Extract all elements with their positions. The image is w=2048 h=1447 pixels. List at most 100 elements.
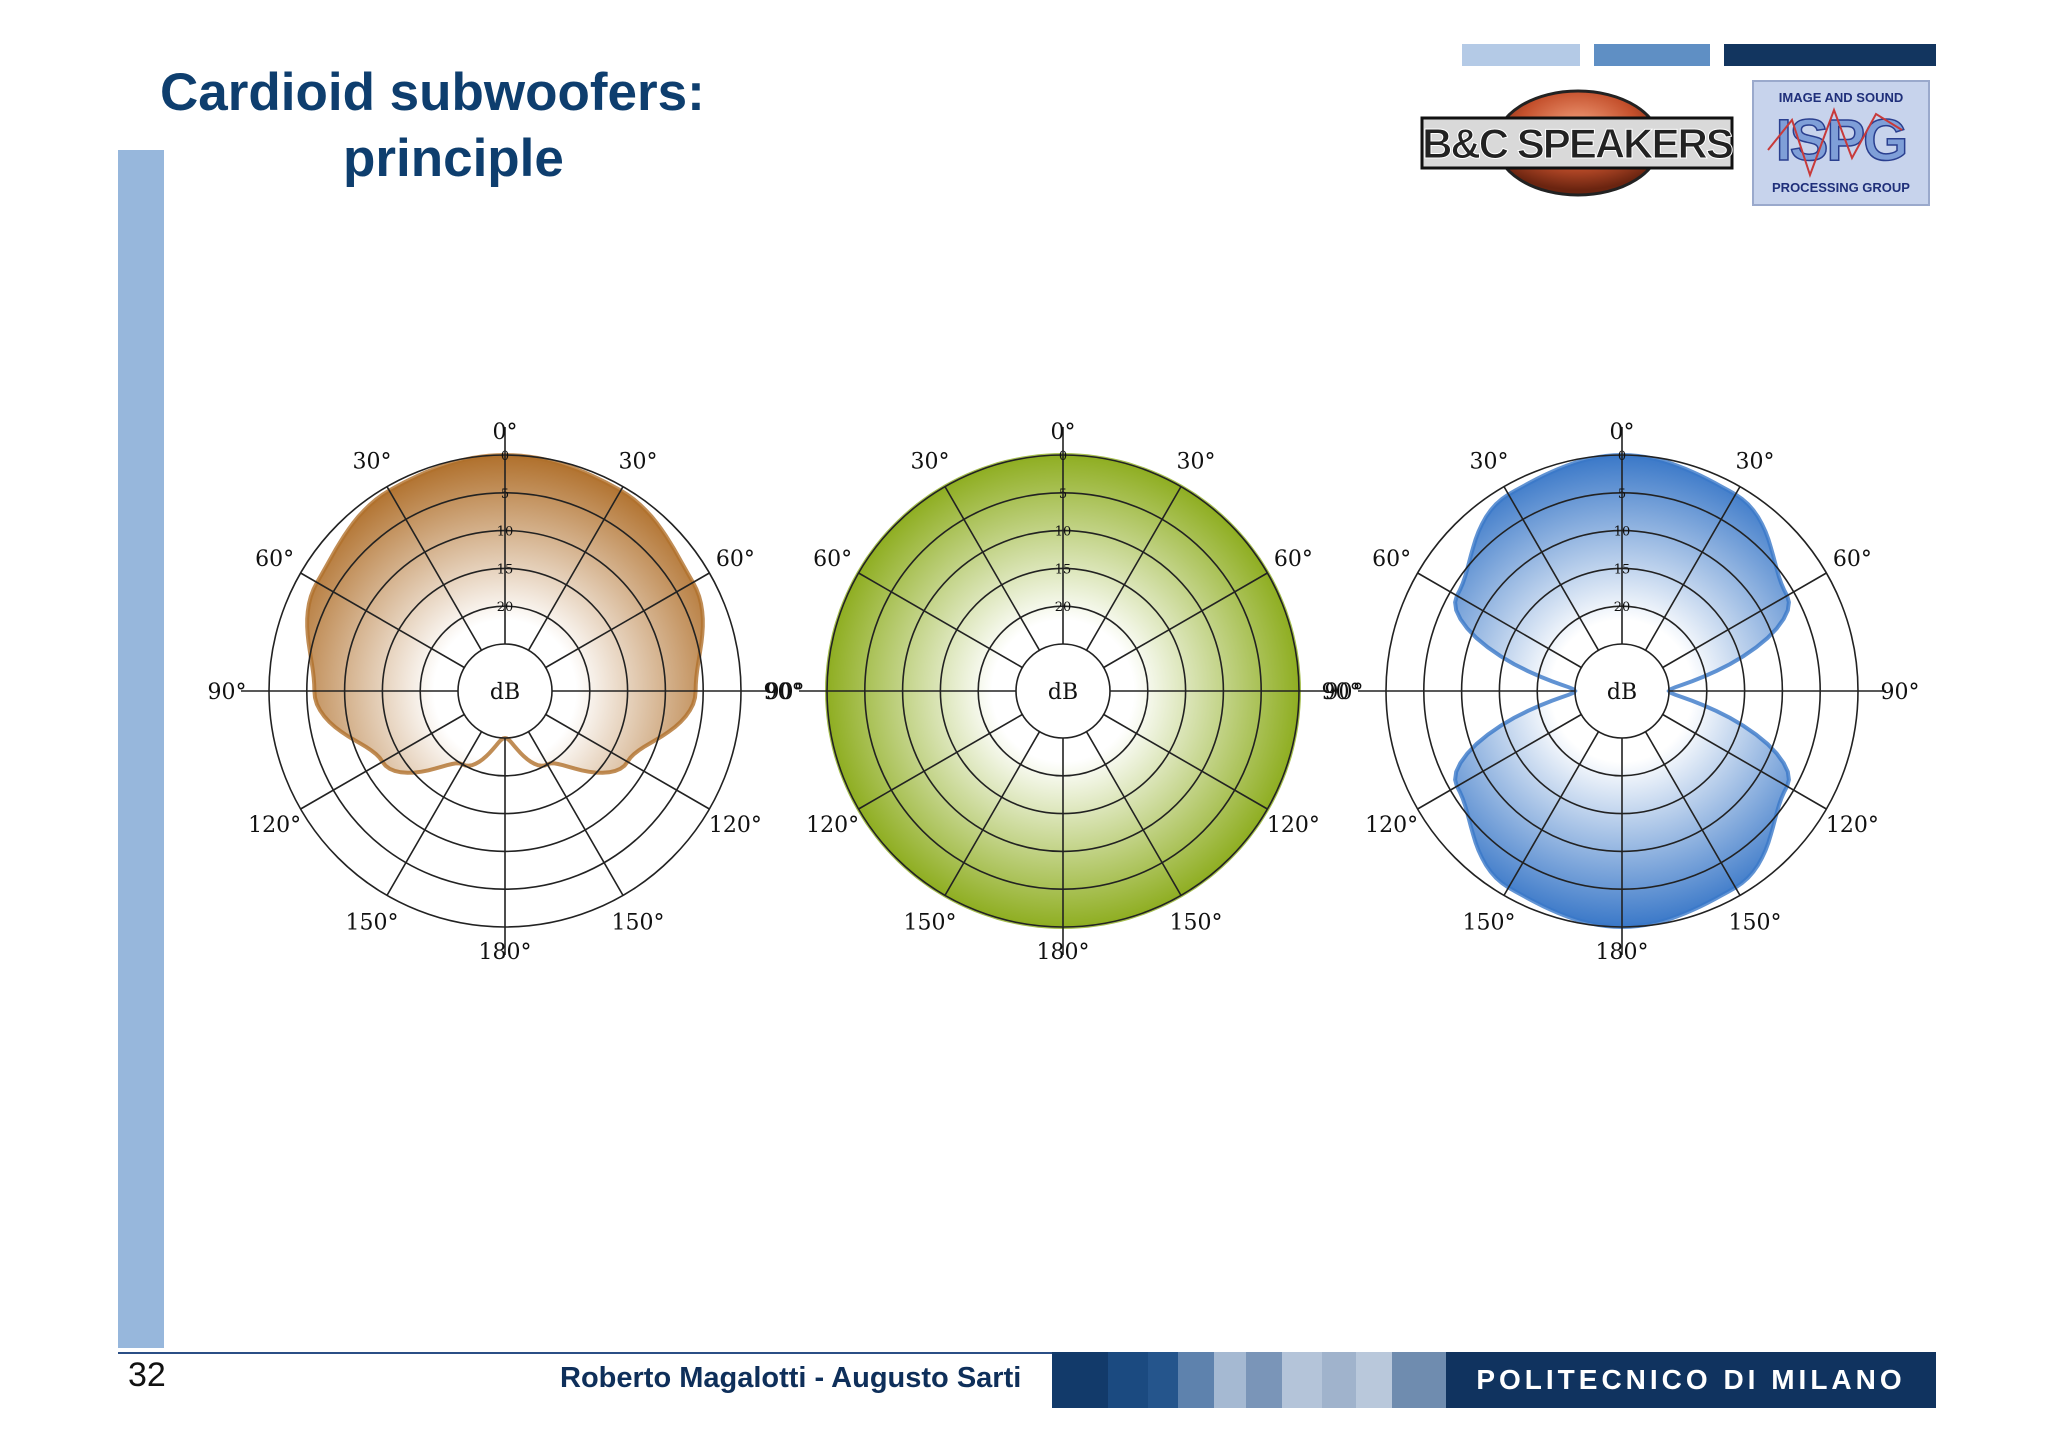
angle-label: 150° (1729, 910, 1782, 935)
radial-tick-label: 10 (1055, 525, 1072, 540)
angle-label: 180° (1037, 940, 1090, 965)
angle-label: 30° (1736, 450, 1775, 475)
angle-label: 60° (1833, 547, 1872, 572)
ispg-mark-text: ISPG (1776, 108, 1907, 173)
ispg-signal-icon (1767, 107, 1903, 179)
grid-spoke (1644, 731, 1741, 896)
radial-tick-label: 15 (1614, 562, 1631, 577)
title-line-1: Cardioid subwoofers: (160, 63, 705, 122)
angle-label: 180° (1596, 940, 1649, 965)
grid-spoke (527, 486, 624, 651)
header-deco-bar-mid (1594, 44, 1710, 66)
angle-label: 30° (619, 450, 658, 475)
grid-spoke (1662, 713, 1827, 810)
band-seg (1356, 1352, 1392, 1408)
radial-tick-label: 0 (501, 449, 509, 464)
grid-spoke (1417, 713, 1582, 810)
grid-spoke (545, 713, 710, 810)
band-seg (1052, 1352, 1108, 1408)
grid-spoke (1503, 486, 1600, 651)
angle-label: 30° (353, 450, 392, 475)
angle-label: 90° (1322, 680, 1361, 705)
institution-brand: POLITECNICO DI MILANO (1446, 1352, 1936, 1408)
polar-chart-cardioid: 05101520dB0°30°60°90°120°150°180°150°120… (208, 420, 803, 965)
angle-label: 60° (255, 547, 294, 572)
band-seg (1148, 1352, 1178, 1408)
grid-spoke (545, 572, 710, 669)
band-seg (1392, 1352, 1446, 1408)
grid-spoke (944, 486, 1041, 651)
angle-label: 150° (346, 910, 399, 935)
angle-label: 60° (1274, 547, 1313, 572)
angle-label: 120° (709, 813, 762, 838)
angle-label: 90° (1881, 680, 1920, 705)
ispg-logo: IMAGE AND SOUND ISPG PROCESSING GROUP (1752, 80, 1930, 206)
center-label: dB (490, 680, 520, 705)
grid-spoke (1662, 572, 1827, 669)
radial-tick-label: 5 (501, 487, 509, 502)
polar-chart-figure-8: 05101520dB0°30°60°90°120°150°180°150°120… (1325, 420, 1920, 965)
header-deco-bar-dark (1724, 44, 1936, 66)
angle-label: 60° (1372, 547, 1411, 572)
grid-spoke (858, 572, 1023, 669)
slide-title: Cardioid subwoofers: principle (160, 60, 860, 192)
radial-tick-label: 10 (1614, 525, 1631, 540)
angle-label: 90° (208, 680, 247, 705)
band-seg (1246, 1352, 1282, 1408)
grid-spoke (1417, 572, 1582, 669)
radial-tick-label: 15 (497, 562, 514, 577)
footer-rule (118, 1352, 1052, 1354)
angle-label: 120° (806, 813, 859, 838)
angle-label: 30° (1470, 450, 1509, 475)
angle-label: 120° (1365, 813, 1418, 838)
radial-tick-label: 5 (1059, 487, 1067, 502)
band-seg (1214, 1352, 1246, 1408)
band-seg (1282, 1352, 1322, 1408)
angle-label: 30° (911, 450, 950, 475)
radial-tick-label: 5 (1618, 487, 1626, 502)
radial-tick-label: 20 (497, 600, 514, 615)
left-accent-bar (118, 150, 164, 1348)
center-label: dB (1607, 680, 1637, 705)
band-seg (1178, 1352, 1214, 1408)
angle-label: 60° (716, 547, 755, 572)
radial-tick-label: 15 (1055, 562, 1072, 577)
angle-label: 150° (1170, 910, 1223, 935)
angle-label: 0° (1610, 420, 1635, 445)
grid-spoke (1085, 731, 1182, 896)
angle-label: 90° (1325, 680, 1364, 705)
angle-label: 120° (248, 813, 301, 838)
grid-spoke (944, 731, 1041, 896)
angle-label: 90° (764, 680, 803, 705)
ispg-top-text: IMAGE AND SOUND (1779, 90, 1903, 105)
bc-speakers-logo: B&C SPEAKERS (1420, 89, 1735, 197)
angle-label: 120° (1826, 813, 1879, 838)
radial-tick-label: 20 (1055, 600, 1072, 615)
grid-spoke (527, 731, 624, 896)
grid-spoke (1644, 486, 1741, 651)
angle-label: 120° (1267, 813, 1320, 838)
grid-spoke (386, 731, 483, 896)
angle-label: 30° (1177, 450, 1216, 475)
angle-label: 0° (1051, 420, 1076, 445)
grid-spoke (300, 572, 465, 669)
ispg-bottom-text: PROCESSING GROUP (1772, 180, 1910, 195)
grid-spoke (1103, 713, 1268, 810)
angle-label: 60° (813, 547, 852, 572)
band-seg (1322, 1352, 1356, 1408)
page-number: 32 (128, 1356, 166, 1394)
angle-label: 150° (904, 910, 957, 935)
grid-spoke (386, 486, 483, 651)
header-deco-bar-light (1462, 44, 1580, 66)
grid-spoke (1085, 486, 1182, 651)
radial-tick-label: 10 (497, 525, 514, 540)
radial-tick-label: 20 (1614, 600, 1631, 615)
angle-label: 90° (766, 680, 805, 705)
grid-spoke (858, 713, 1023, 810)
angle-label: 0° (493, 420, 518, 445)
angle-label: 150° (612, 910, 665, 935)
grid-spoke (1503, 731, 1600, 896)
footer-gradient-band (1052, 1352, 1936, 1408)
radial-tick-label: 0 (1618, 449, 1626, 464)
